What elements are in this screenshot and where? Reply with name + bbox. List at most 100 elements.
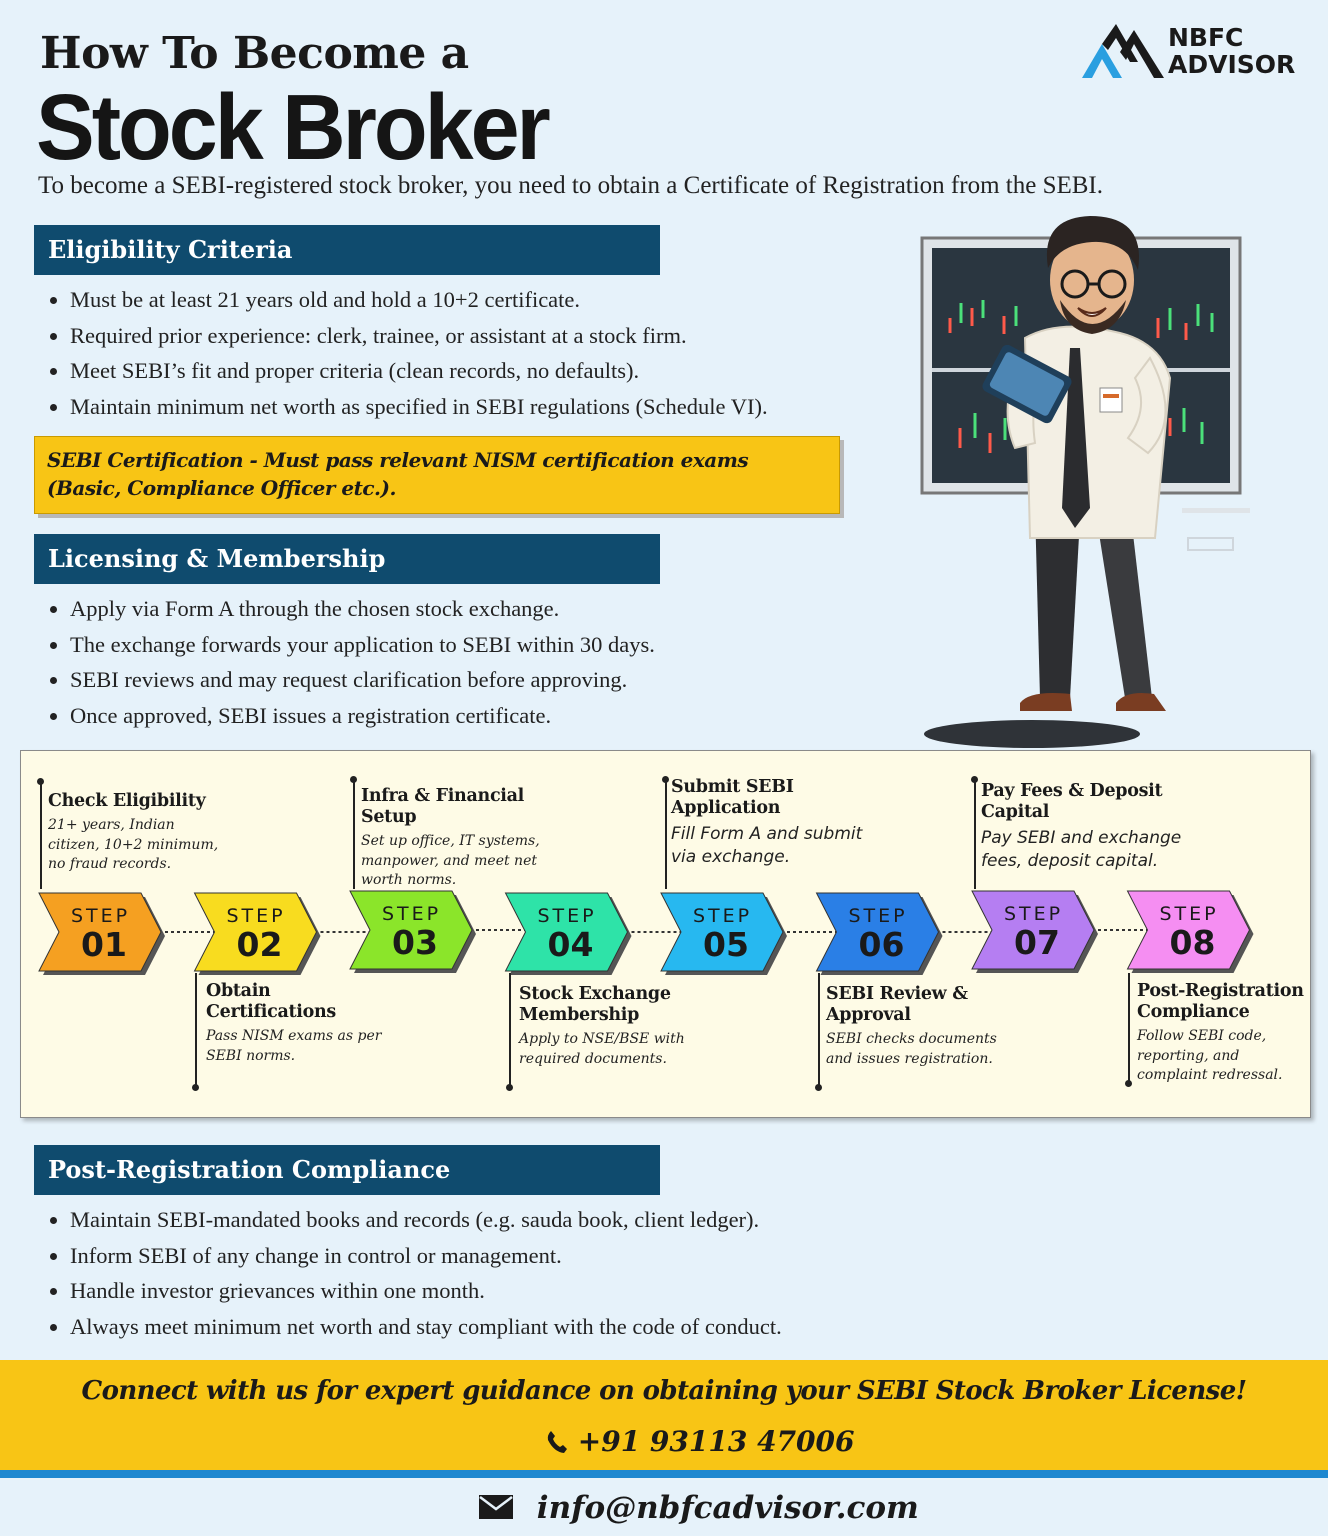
step-title: Infra & Financial Setup	[361, 786, 525, 827]
list-item: The exchange forwards your application t…	[48, 630, 655, 666]
step-label: STEP	[382, 903, 442, 925]
step-desc: 21+ years, Indian citizen, 10+2 minimum,…	[48, 817, 219, 872]
broker-illustration	[920, 216, 1250, 748]
connector-dot	[815, 1084, 822, 1091]
licensing-list: Apply via Form A through the chosen stoc…	[48, 594, 655, 736]
logo-text-line2: ADVISOR	[1168, 50, 1296, 79]
step-05-text: Submit SEBI Application Fill Form A and …	[671, 777, 871, 869]
step-02-text: Obtain Certifications Pass NISM exams as…	[206, 981, 396, 1066]
step-07-text: Pay Fees & Deposit Capital Pay SEBI and …	[981, 781, 1191, 873]
licensing-heading: Licensing & Membership	[34, 534, 660, 584]
connector-dot	[350, 776, 357, 783]
connector-dot	[971, 776, 978, 783]
list-item: Apply via Form A through the chosen stoc…	[48, 594, 655, 630]
steps-chevrons	[38, 890, 1254, 975]
compliance-heading: Post-Registration Compliance	[34, 1145, 660, 1195]
mail-icon	[479, 1495, 513, 1519]
list-item: Handle investor grievances within one mo…	[48, 1276, 782, 1312]
step-desc: Pay SEBI and exchange fees, deposit capi…	[981, 828, 1182, 871]
connector-dot	[192, 1084, 199, 1091]
certification-note: SEBI Certification - Must pass relevant …	[34, 436, 840, 514]
step-03-text: Infra & Financial Setup Set up office, I…	[361, 786, 576, 891]
connector-dot	[1125, 1080, 1132, 1087]
connector-line	[195, 973, 197, 1087]
page-title-line1: How To Become a	[40, 28, 469, 79]
list-item: Inform SEBI of any change in control or …	[48, 1241, 782, 1277]
step-chevron-05	[660, 892, 784, 972]
step-title: Stock Exchange Membership	[519, 984, 671, 1025]
compliance-list: Maintain SEBI-mandated books and records…	[48, 1205, 782, 1347]
eligibility-heading: Eligibility Criteria	[34, 225, 660, 275]
list-item: Always meet minimum net worth and stay c…	[48, 1312, 782, 1348]
step-label: STEP	[848, 905, 908, 927]
connector-dot	[37, 778, 44, 785]
list-item: Maintain SEBI-mandated books and records…	[48, 1205, 782, 1241]
step-desc: Apply to NSE/BSE with required documents…	[519, 1031, 685, 1067]
step-chevron-08	[1126, 890, 1251, 970]
step-desc: Fill Form A and submit via exchange.	[671, 824, 863, 867]
connector-dot	[506, 1084, 513, 1091]
step-chevron-06	[815, 892, 940, 972]
step-chevron-04	[504, 892, 629, 972]
step-chevron-03	[349, 890, 473, 970]
connector-line	[665, 779, 667, 889]
step-01-text: Check Eligibility 21+ years, Indian citi…	[48, 791, 228, 875]
list-item: Meet SEBI’s fit and proper criteria (cle…	[48, 356, 768, 392]
step-title: SEBI Review & Approval	[826, 984, 968, 1025]
nbfc-advisor-logo-icon	[1082, 24, 1164, 78]
eligibility-list: Must be at least 21 years old and hold a…	[48, 285, 768, 427]
step-label: STEP	[1004, 903, 1064, 925]
step-chevron-01	[38, 892, 162, 972]
step-number: 03	[392, 923, 438, 962]
step-08-text: Post-Registration Compliance Follow SEBI…	[1137, 981, 1307, 1086]
step-number: 05	[703, 925, 749, 964]
step-number: 06	[858, 925, 905, 964]
step-desc: Follow SEBI code, reporting, and complai…	[1137, 1028, 1283, 1083]
connector-line	[974, 779, 976, 889]
connector-line	[509, 973, 511, 1087]
step-chevron-02	[193, 892, 318, 972]
brand-logo: NBFC ADVISOR	[1080, 22, 1310, 82]
step-label: STEP	[71, 905, 131, 927]
cta-banner	[0, 1360, 1328, 1470]
list-item: Required prior experience: clerk, traine…	[48, 321, 768, 357]
phone-contact[interactable]: +91 93113 47006	[546, 1425, 855, 1458]
step-title: Obtain Certifications	[206, 981, 336, 1022]
footer-divider	[0, 1470, 1328, 1478]
step-label: STEP	[1159, 903, 1219, 925]
phone-icon	[547, 1431, 567, 1453]
step-title: Post-Registration Compliance	[1137, 981, 1304, 1022]
step-04-text: Stock Exchange Membership Apply to NSE/B…	[519, 984, 709, 1069]
list-item: Maintain minimum net worth as specified …	[48, 392, 768, 428]
step-title: Submit SEBI Application	[671, 777, 794, 818]
list-item: SEBI reviews and may request clarificati…	[48, 665, 655, 701]
logo-text-line1: NBFC	[1168, 23, 1244, 52]
step-number: 01	[81, 925, 127, 964]
intro-text: To become a SEBI-registered stock broker…	[38, 172, 1103, 199]
step-number: 02	[236, 925, 283, 964]
connector-line	[818, 973, 820, 1087]
cta-text: Connect with us for expert guidance on o…	[81, 1376, 1248, 1406]
step-06-text: SEBI Review & Approval SEBI checks docum…	[826, 984, 1016, 1069]
step-title: Check Eligibility	[48, 791, 206, 811]
step-number: 07	[1014, 923, 1060, 962]
list-item: Must be at least 21 years old and hold a…	[48, 285, 768, 321]
step-desc: SEBI checks documents and issues registr…	[826, 1031, 997, 1067]
step-chevron-07	[971, 890, 1095, 970]
email-contact[interactable]: info@nbfcadvisor.com	[478, 1490, 919, 1526]
step-label: STEP	[226, 905, 286, 927]
step-number: 04	[547, 925, 594, 964]
connector-line	[1128, 973, 1130, 1083]
connector-line	[40, 781, 42, 889]
step-title: Pay Fees & Deposit Capital	[981, 781, 1163, 822]
page-title-line2: Stock Broker	[36, 75, 551, 179]
step-desc: Pass NISM exams as per SEBI norms.	[206, 1028, 382, 1064]
connector-dot	[662, 776, 669, 783]
step-label: STEP	[693, 905, 753, 927]
phone-number[interactable]: +91 93113 47006	[577, 1425, 855, 1458]
email-address[interactable]: info@nbfcadvisor.com	[536, 1490, 919, 1526]
connector-line	[353, 779, 355, 889]
step-number: 08	[1169, 923, 1216, 962]
step-desc: Set up office, IT systems, manpower, and…	[361, 833, 540, 888]
